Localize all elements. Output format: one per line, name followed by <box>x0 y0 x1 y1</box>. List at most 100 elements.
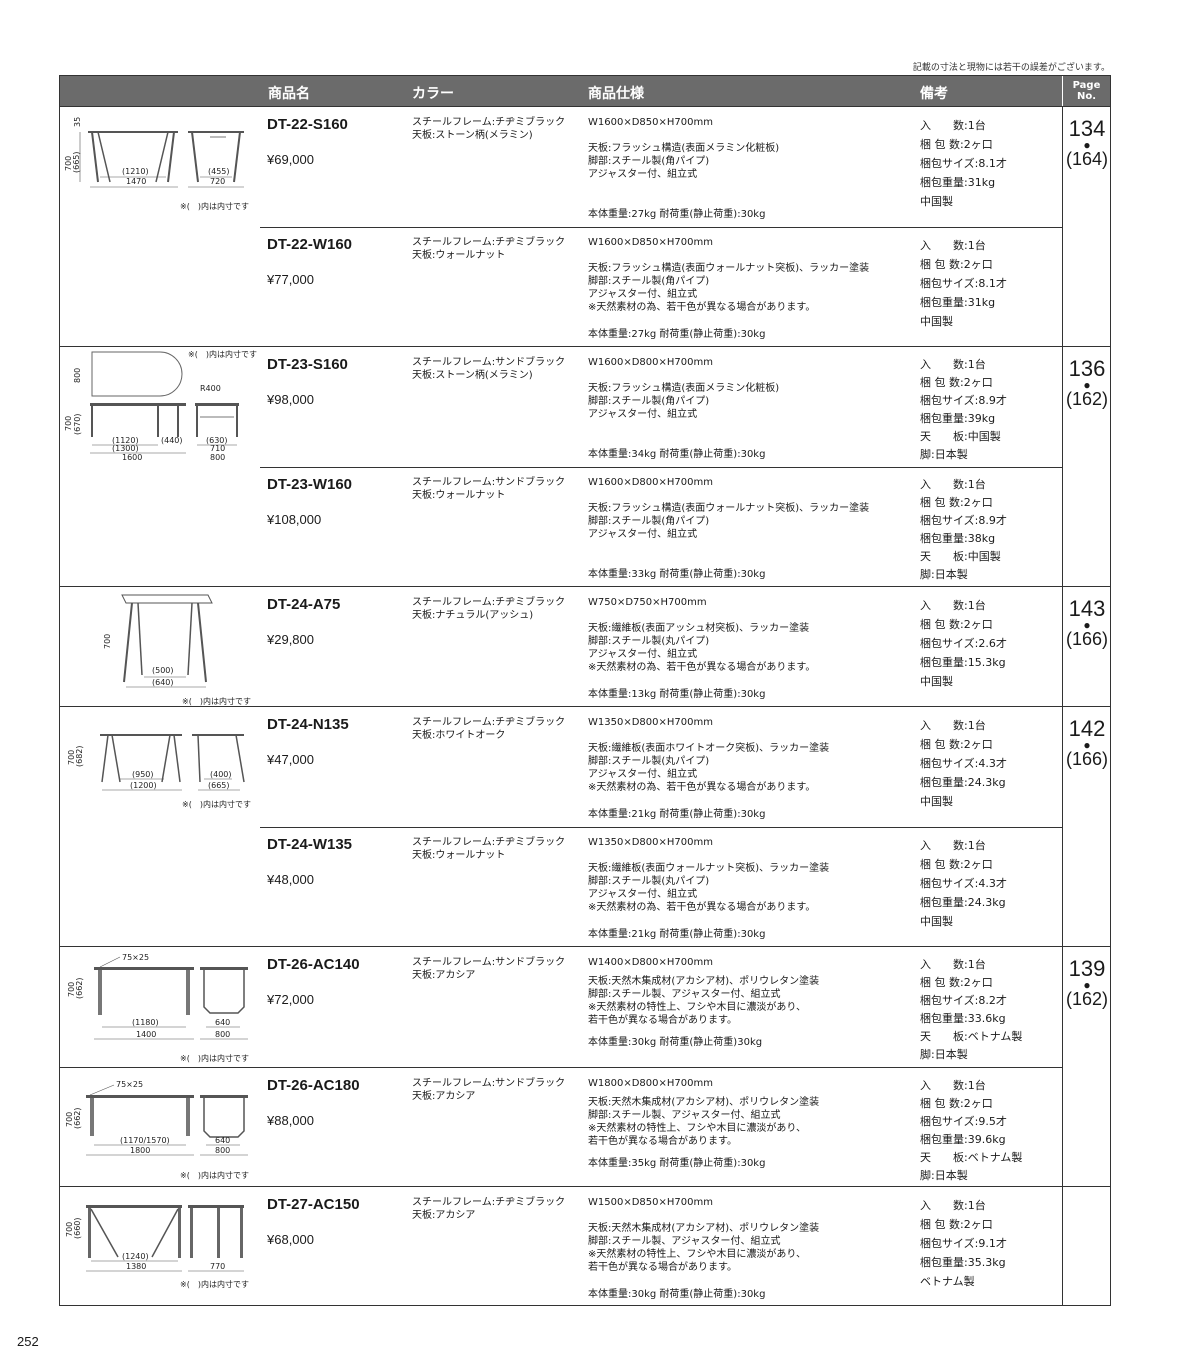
drawing-dt26b: 75×25 700 (662) (1170/1570) 1800 640 800… <box>60 1067 260 1187</box>
dim-label: (1180) <box>132 1018 159 1027</box>
page-ref: 136 ● (162) <box>1062 347 1111 586</box>
remark-line: 梱包サイズ:4.3才 <box>920 757 1007 770</box>
dim-label: (950) <box>132 770 154 779</box>
dim-label: 1600 <box>122 453 142 462</box>
color-top: 天板:ストーン柄(メラミン) <box>412 370 533 381</box>
dim-label: 800 <box>210 453 225 462</box>
spec-line: 若干色が異なる場合があります。 <box>588 1136 737 1147</box>
dim-label: 75×25 <box>116 1080 143 1089</box>
table-drawing-dt24n: 700 (682) (950) (1200) (400) (665) ※( )内… <box>67 734 251 809</box>
remark-line: 中国製 <box>920 915 953 928</box>
spec-line: 脚部:スチール製(角パイプ) <box>588 276 710 287</box>
remark-line: 梱包重量:15.3kg <box>920 656 1006 669</box>
remark-line: 梱 包 数:2ヶ口 <box>920 976 993 989</box>
spec-line: アジャスター付、組立式 <box>588 289 698 300</box>
page-ref-main: 134 <box>1068 116 1106 141</box>
drawing-dt24a: 700 (500) (640) ※( )内は内寸です <box>60 587 260 706</box>
product-remarks: 入 数:1台 梱 包 数:2ヶ口 梱包サイズ:8.1才 梱包重量:31kg 中国… <box>920 116 1007 211</box>
product-row: DT-24-N135 ¥47,000 スチールフレーム:チヂミブラック天板:ホワ… <box>60 707 1062 827</box>
color-frame: スチールフレーム:サンドブラック <box>412 1078 566 1089</box>
spec-line: ※天然素材の為、若干色が異なる場合があります。 <box>588 662 816 673</box>
product-color: スチールフレーム:チヂミブラック天板:ウォールナット <box>412 836 565 862</box>
spec-dimensions: W1350×D800×H700mm <box>588 837 713 848</box>
row-divider <box>260 467 1062 468</box>
remark-line: 梱包サイズ:2.6才 <box>920 637 1007 650</box>
spec-line: 天板:繊維板(表面ウォールナット突板)、ラッカー塗装 <box>588 863 830 874</box>
product-group-dt26: 75×25 700 (662) (1180) 1400 640 800 ※( )… <box>60 946 1110 1186</box>
color-frame: スチールフレーム:チヂミブラック <box>412 237 566 248</box>
table-header: 商品名 カラー 商品仕様 備考 Page No. <box>60 76 1110 107</box>
product-price: ¥29,800 <box>267 632 314 647</box>
dim-label: (1170/1570) <box>120 1136 170 1145</box>
product-spec: W750×D750×H700mm 天板:繊維板(表面アッシュ材突板)、ラッカー塗… <box>588 596 908 700</box>
spec-dimensions: W1400×D800×H700mm <box>588 957 713 968</box>
color-frame: スチールフレーム:サンドブラック <box>412 477 566 488</box>
product-price: ¥108,000 <box>267 512 322 527</box>
remark-line: 天 板:ベトナム製 <box>920 1030 1023 1043</box>
color-frame: スチールフレーム:サンドブラック <box>412 957 566 968</box>
table-drawing-dt23: ※( )内は内寸です 800 R400 700 (670) (1120) (13… <box>64 349 257 462</box>
remark-line: 天 板:ベトナム製 <box>920 1151 1023 1164</box>
dim-label: 1380 <box>126 1262 146 1271</box>
page-ref-main: 136 <box>1068 356 1106 381</box>
dim-label: (640) <box>152 678 174 687</box>
color-top: 天板:アカシア <box>412 970 476 981</box>
product-table: 商品名 カラー 商品仕様 備考 Page No. <box>59 75 1111 1306</box>
remark-line: 入 数:1台 <box>920 719 986 732</box>
remark-line: 脚:日本製 <box>920 448 968 461</box>
page-ref-sub: (162) <box>1065 389 1109 409</box>
product-row: DT-23-W160 ¥108,000 スチールフレーム:サンドブラック天板:ウ… <box>60 467 1062 587</box>
remark-line: 梱 包 数:2ヶ口 <box>920 258 993 271</box>
color-top: 天板:ストーン柄(メラミン) <box>412 130 533 141</box>
product-row: DT-26-AC140 ¥72,000 スチールフレーム:サンドブラック天板:ア… <box>60 947 1062 1067</box>
remark-line: 入 数:1台 <box>920 958 986 971</box>
product-price: ¥98,000 <box>267 392 314 407</box>
remark-line: 中国製 <box>920 795 953 808</box>
dim-label: (665) <box>208 781 230 790</box>
remark-line: 梱包サイズ:8.9才 <box>920 514 1007 527</box>
inner-dim-note: ※( )内は内寸です <box>182 696 251 706</box>
dim-label: (500) <box>152 666 174 675</box>
inner-dim-note: ※( )内は内寸です <box>180 201 249 211</box>
page-ref: 143 ● (166) <box>1062 587 1111 706</box>
page-ref-sub: (164) <box>1065 149 1109 169</box>
drawing-dt26: 75×25 700 (662) (1180) 1400 640 800 ※( )… <box>60 947 260 1067</box>
dim-label: 800 <box>73 368 82 383</box>
product-spec: W1500×D850×H700mm 天板:天然木集成材(アカシア材)、ポリウレタ… <box>588 1196 908 1300</box>
inner-dim-note: ※( )内は内寸です <box>180 1279 249 1289</box>
product-color: スチールフレーム:チヂミブラック天板:ホワイトオーク <box>412 716 565 742</box>
remark-line: 梱 包 数:2ヶ口 <box>920 1097 993 1110</box>
page-ref-sub: (166) <box>1065 749 1109 769</box>
spec-dimensions: W1600×D850×H700mm <box>588 117 713 128</box>
product-color: スチールフレーム:サンドブラック天板:ウォールナット <box>412 476 565 502</box>
bullet-icon: ● <box>1083 738 1091 752</box>
dim-label: 1470 <box>126 177 146 186</box>
spec-dimensions: W1600×D800×H700mm <box>588 357 713 368</box>
spec-line: アジャスター付、組立式 <box>588 169 698 180</box>
row-divider <box>260 827 1062 828</box>
product-price: ¥47,000 <box>267 752 314 767</box>
spec-line: 脚部:スチール製(角パイプ) <box>588 396 710 407</box>
dim-label: 700 <box>65 1112 74 1127</box>
dim-label: (682) <box>75 745 84 767</box>
dimension-disclaimer: 記載の寸法と現物には若干の誤差がございます。 <box>912 63 1110 73</box>
spec-weight: 本体重量:30kg 耐荷重(静止荷重):30kg <box>588 1289 766 1300</box>
spec-line: 若干色が異なる場合があります。 <box>588 1015 737 1026</box>
spec-line: 天板:天然木集成材(アカシア材)、ポリウレタン塗装 <box>588 1223 820 1234</box>
spec-line: 脚部:スチール製、アジャスター付、組立式 <box>588 989 781 1000</box>
remark-line: 入 数:1台 <box>920 599 986 612</box>
spec-line: ※天然素材の為、若干色が異なる場合があります。 <box>588 782 816 793</box>
remark-line: 梱包重量:35.3kg <box>920 1256 1006 1269</box>
dim-label: (660) <box>73 1217 82 1239</box>
bullet-icon: ● <box>1083 978 1091 992</box>
inner-dim-note: ※( )内は内寸です <box>180 1170 249 1180</box>
page-ref-sub: (166) <box>1065 629 1109 649</box>
dim-label: 700 <box>67 982 76 997</box>
dim-label: 700 <box>67 750 76 765</box>
product-spec: W1600×D850×H700mm 天板:フラッシュ構造(表面メラミン化粧板) … <box>588 116 908 220</box>
remark-line: 脚:日本製 <box>920 1048 968 1061</box>
dim-label: 800 <box>215 1030 230 1039</box>
remark-line: 梱包サイズ:8.2才 <box>920 994 1007 1007</box>
spec-line: ※天然素材の為、若干色が異なる場合があります。 <box>588 902 816 913</box>
remark-line: 梱包サイズ:8.9才 <box>920 394 1007 407</box>
